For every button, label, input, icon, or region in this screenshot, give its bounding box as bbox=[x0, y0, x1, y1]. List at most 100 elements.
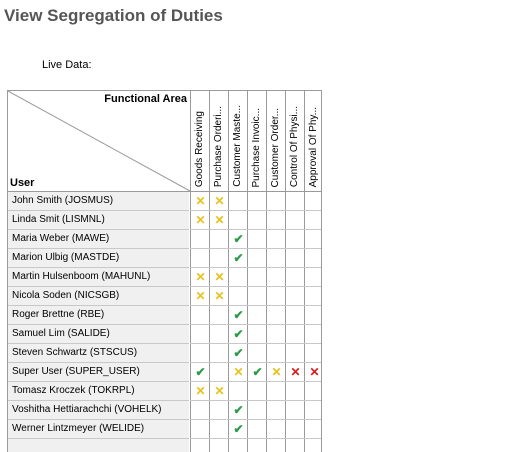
matrix-cell[interactable] bbox=[267, 382, 286, 400]
table-row[interactable]: Nicola Soden (NICSGB) bbox=[8, 287, 189, 306]
matrix-cell[interactable]: ✔ bbox=[229, 249, 248, 267]
matrix-cell[interactable] bbox=[286, 192, 305, 210]
matrix-cell[interactable] bbox=[248, 382, 267, 400]
table-row[interactable]: Voshitha Hettiarachchi (VOHELK) bbox=[8, 401, 189, 420]
matrix-cell[interactable] bbox=[305, 382, 321, 400]
matrix-cell[interactable] bbox=[210, 306, 229, 324]
matrix-cell[interactable] bbox=[191, 420, 210, 438]
matrix-cell[interactable]: ✕ bbox=[210, 287, 229, 305]
matrix-cell[interactable] bbox=[248, 325, 267, 343]
matrix-cell[interactable]: ✕ bbox=[191, 268, 210, 286]
matrix-cell[interactable]: ✕ bbox=[210, 268, 229, 286]
matrix-cell[interactable] bbox=[248, 287, 267, 305]
matrix-cell[interactable] bbox=[248, 192, 267, 210]
matrix-cell[interactable]: ✕ bbox=[210, 211, 229, 229]
matrix-cell[interactable] bbox=[248, 230, 267, 248]
matrix-cell[interactable] bbox=[305, 401, 321, 419]
matrix-cell[interactable] bbox=[305, 268, 321, 286]
matrix-cell[interactable] bbox=[286, 382, 305, 400]
column-header[interactable]: Purchase Orderi... bbox=[210, 92, 228, 190]
matrix-cell[interactable] bbox=[286, 211, 305, 229]
matrix-cell[interactable] bbox=[305, 211, 321, 229]
matrix-cell[interactable] bbox=[286, 306, 305, 324]
matrix-cell[interactable] bbox=[248, 249, 267, 267]
table-row[interactable]: Roger Brettne (RBE) bbox=[8, 306, 189, 325]
table-row[interactable]: Werner Lintzmeyer (WELIDE) bbox=[8, 420, 189, 439]
matrix-cell[interactable] bbox=[229, 268, 248, 286]
table-row[interactable]: John Smith (JOSMUS) bbox=[8, 192, 189, 211]
matrix-cell[interactable]: ✕ bbox=[191, 287, 210, 305]
column-header[interactable]: Goods Receiving bbox=[191, 92, 209, 190]
matrix-cell[interactable]: ✔ bbox=[229, 230, 248, 248]
matrix-cell[interactable] bbox=[305, 230, 321, 248]
column-header[interactable]: Customer Order... bbox=[267, 92, 285, 190]
matrix-cell[interactable] bbox=[286, 420, 305, 438]
matrix-cell[interactable] bbox=[305, 439, 321, 452]
column-header[interactable]: Customer Maste... bbox=[229, 92, 247, 190]
matrix-cell[interactable] bbox=[267, 439, 286, 452]
matrix-cell[interactable] bbox=[286, 325, 305, 343]
matrix-cell[interactable] bbox=[191, 230, 210, 248]
matrix-cell[interactable] bbox=[305, 192, 321, 210]
table-row[interactable]: Steven Schwartz (STSCUS) bbox=[8, 344, 189, 363]
matrix-cell[interactable] bbox=[229, 211, 248, 229]
table-row[interactable]: Martin Hulsenboom (MAHUNL) bbox=[8, 268, 189, 287]
matrix-cell[interactable] bbox=[191, 439, 210, 452]
matrix-cell[interactable]: ✔ bbox=[191, 363, 210, 381]
matrix-cell[interactable] bbox=[229, 287, 248, 305]
matrix-cell[interactable] bbox=[210, 439, 229, 452]
matrix-cell[interactable] bbox=[210, 420, 229, 438]
matrix-cell[interactable] bbox=[267, 287, 286, 305]
matrix-cell[interactable] bbox=[210, 249, 229, 267]
matrix-cell[interactable] bbox=[248, 306, 267, 324]
matrix-cell[interactable] bbox=[210, 230, 229, 248]
matrix-cell[interactable] bbox=[210, 344, 229, 362]
matrix-cell[interactable] bbox=[305, 249, 321, 267]
matrix-cell[interactable] bbox=[267, 268, 286, 286]
matrix-cell[interactable] bbox=[286, 401, 305, 419]
matrix-cell[interactable] bbox=[305, 344, 321, 362]
matrix-cell[interactable] bbox=[210, 401, 229, 419]
matrix-cell[interactable]: ✕ bbox=[210, 192, 229, 210]
matrix-cell[interactable] bbox=[286, 439, 305, 452]
matrix-cell[interactable] bbox=[229, 192, 248, 210]
table-row[interactable] bbox=[8, 439, 189, 452]
matrix-cell[interactable] bbox=[267, 344, 286, 362]
matrix-cell[interactable] bbox=[248, 401, 267, 419]
matrix-cell[interactable] bbox=[267, 230, 286, 248]
matrix-cell[interactable] bbox=[191, 306, 210, 324]
matrix-cell[interactable]: ✕ bbox=[191, 211, 210, 229]
matrix-cell[interactable] bbox=[248, 420, 267, 438]
column-header[interactable]: Approval Of Phy... bbox=[305, 92, 321, 190]
matrix-cell[interactable] bbox=[248, 344, 267, 362]
matrix-cell[interactable] bbox=[267, 211, 286, 229]
matrix-cell[interactable] bbox=[267, 192, 286, 210]
table-row[interactable]: Maria Weber (MAWE) bbox=[8, 230, 189, 249]
matrix-cell[interactable] bbox=[286, 287, 305, 305]
matrix-cell[interactable] bbox=[267, 420, 286, 438]
matrix-cell[interactable] bbox=[191, 249, 210, 267]
matrix-cell[interactable] bbox=[267, 401, 286, 419]
matrix-cell[interactable] bbox=[305, 287, 321, 305]
matrix-cell[interactable]: ✔ bbox=[229, 325, 248, 343]
matrix-cell[interactable] bbox=[305, 325, 321, 343]
matrix-cell[interactable] bbox=[305, 306, 321, 324]
matrix-cell[interactable]: ✕ bbox=[229, 363, 248, 381]
matrix-cell[interactable] bbox=[191, 344, 210, 362]
table-row[interactable]: Super User (SUPER_USER) bbox=[8, 363, 189, 382]
matrix-cell[interactable]: ✕ bbox=[191, 382, 210, 400]
matrix-cell[interactable] bbox=[286, 230, 305, 248]
matrix-cell[interactable] bbox=[229, 382, 248, 400]
matrix-cell[interactable] bbox=[229, 439, 248, 452]
matrix-cell[interactable]: ✕ bbox=[305, 363, 321, 381]
matrix-cell[interactable]: ✕ bbox=[286, 363, 305, 381]
table-row[interactable]: Linda Smit (LISMNL) bbox=[8, 211, 189, 230]
matrix-cell[interactable]: ✕ bbox=[191, 192, 210, 210]
matrix-cell[interactable]: ✔ bbox=[229, 306, 248, 324]
matrix-cell[interactable] bbox=[267, 325, 286, 343]
matrix-cell[interactable]: ✔ bbox=[229, 401, 248, 419]
matrix-cell[interactable] bbox=[191, 401, 210, 419]
matrix-cell[interactable] bbox=[210, 325, 229, 343]
matrix-cell[interactable] bbox=[267, 249, 286, 267]
matrix-cell[interactable] bbox=[191, 325, 210, 343]
